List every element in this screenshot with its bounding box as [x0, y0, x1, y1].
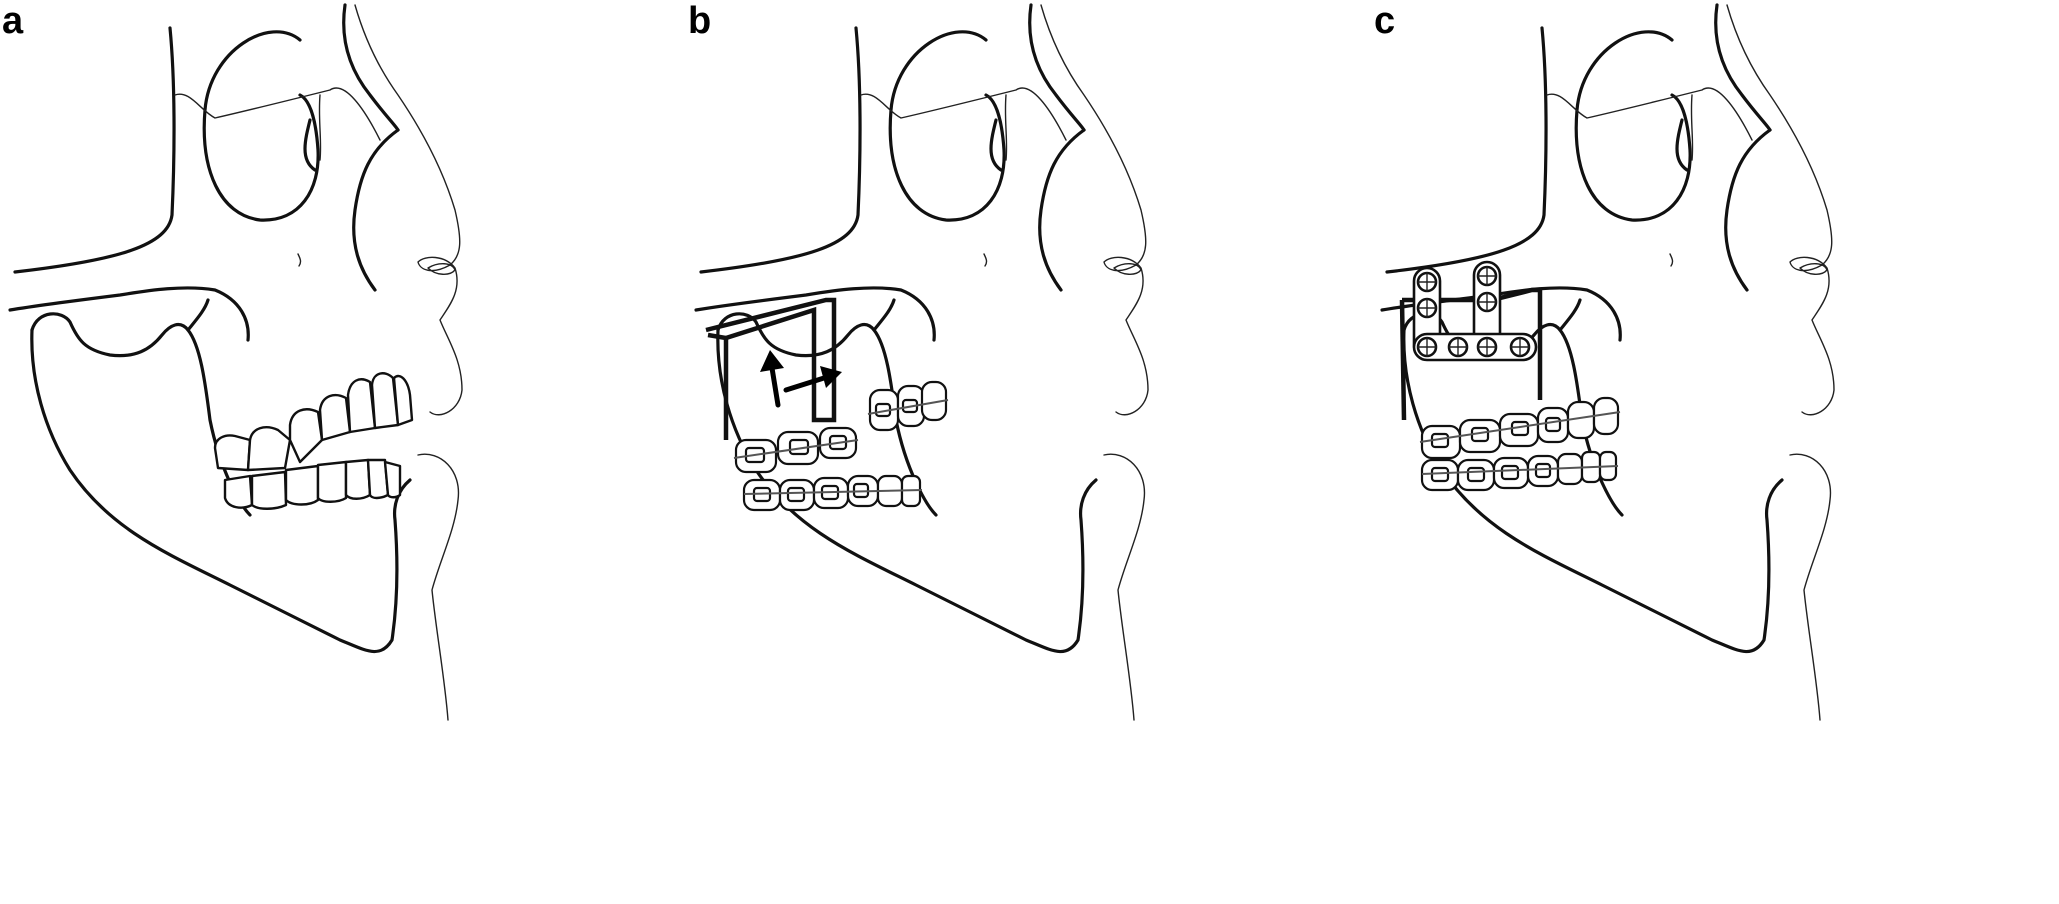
upper-teeth-braces [733, 426, 859, 474]
lower-teeth-braces [1420, 450, 1619, 492]
upper-teeth [213, 372, 414, 472]
skull-osteotomy-illustration [694, 3, 1150, 722]
upper-teeth-braces [1419, 396, 1621, 460]
panel-label-b: b [688, 0, 712, 42]
skull-fixation-illustration [1380, 3, 1836, 722]
plate-horizontal [1412, 332, 1538, 362]
arrow-up-icon [769, 365, 781, 408]
osteotomy-segment [705, 297, 837, 440]
panel-b: b [686, 0, 1372, 904]
arrow-up-head-icon [760, 350, 784, 372]
fixation-plates [1412, 260, 1538, 362]
arrow-forward-head-icon [820, 366, 842, 388]
arrow-forward-icon [783, 375, 827, 393]
repositioned-segment [1399, 287, 1543, 421]
panel-c: c [1372, 0, 2058, 904]
lower-teeth-braces [742, 474, 923, 512]
panel-label-c: c [1374, 0, 1396, 42]
movement-arrows [760, 350, 842, 408]
panel-label-a: a [2, 0, 24, 42]
lower-teeth [223, 458, 402, 510]
skull-preop-illustration [8, 3, 464, 722]
screw-icon [1416, 265, 1531, 358]
anterior-upper-teeth-braces [867, 380, 949, 432]
panel-a: a [0, 0, 686, 904]
